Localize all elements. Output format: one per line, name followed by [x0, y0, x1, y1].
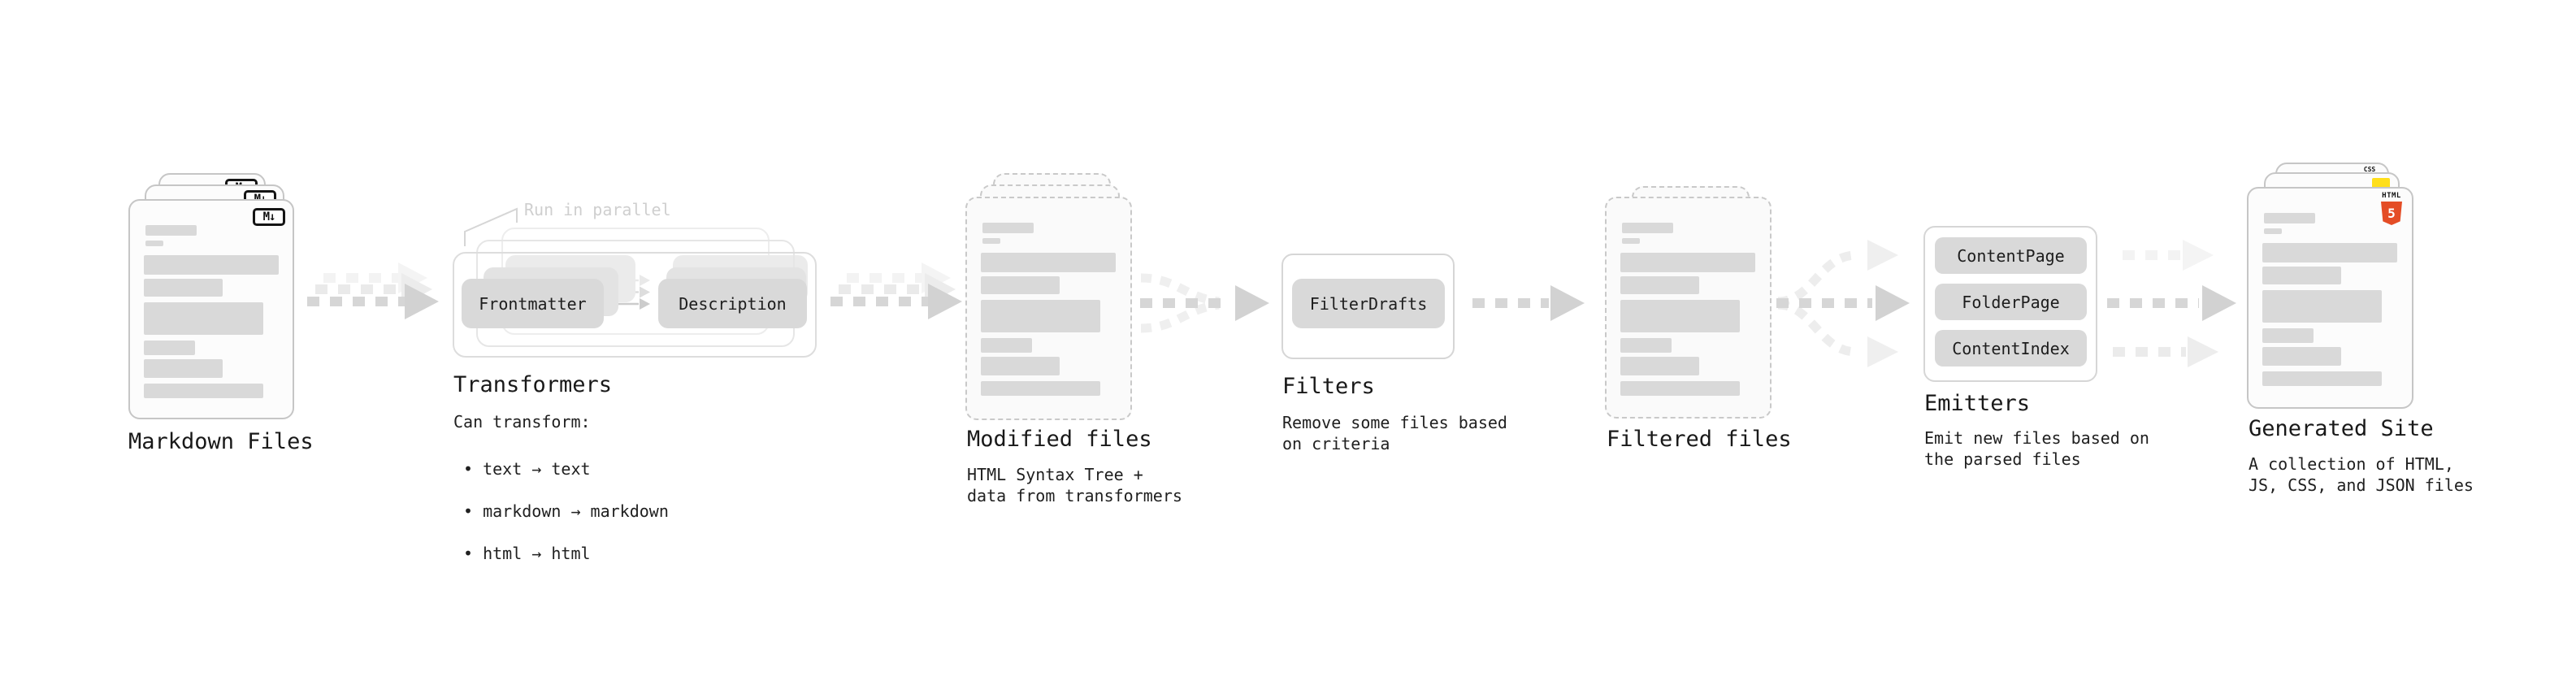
document-card-front: [1605, 197, 1772, 419]
stage-title-emitters: Emitters: [1924, 391, 2031, 416]
document-card-front: HTML 5: [2247, 187, 2413, 409]
doc-skeleton-bar: [2262, 243, 2397, 262]
doc-skeleton-bar: [2262, 328, 2314, 343]
doc-skeleton-bar: [981, 338, 1032, 353]
css-badge-label: CSS: [2363, 166, 2376, 173]
html5-badge-title: HTML: [2382, 192, 2401, 200]
bullet-item: • markdown → markdown: [463, 501, 669, 521]
doc-skeleton-bar: [981, 253, 1116, 272]
doc-skeleton-bar: [981, 276, 1060, 294]
doc-skeleton-bar: [144, 302, 263, 335]
doc-skeleton-bar: [1620, 300, 1740, 332]
emitters-caption: Emit new files based on the parsed files: [1924, 428, 2149, 469]
doc-skeleton-bar: [1622, 238, 1640, 244]
arrow-filtered-to-emitters: [1776, 240, 1910, 367]
html5-badge-icon: HTML 5: [2379, 193, 2404, 225]
filters-frame: [1281, 254, 1455, 359]
doc-skeleton-bar: [2264, 213, 2315, 223]
doc-skeleton-bar: [2262, 290, 2382, 323]
html5-badge-shield: 5: [2381, 202, 2402, 225]
bullet-item: • html → html: [463, 544, 591, 563]
arrow-modified-to-filters: [1140, 273, 1269, 333]
doc-skeleton-bar: [2262, 347, 2341, 366]
stage-title-transformers: Transformers: [453, 372, 613, 397]
doc-skeleton-bar: [145, 241, 163, 246]
doc-skeleton-bar: [144, 359, 223, 378]
transformers-caption-title: Can transform:: [453, 412, 591, 432]
doc-skeleton-bar: [981, 357, 1060, 375]
transformers-bullet-list: • text → text • markdown → markdown • ht…: [463, 437, 669, 585]
arrow-markdown-to-transformers: [307, 262, 439, 319]
arrow-filters-to-filtered: [1472, 285, 1585, 321]
filter-pill-filterdrafts: FilterDrafts: [1292, 279, 1445, 328]
stage-title-generated-site: Generated Site: [2249, 416, 2434, 441]
stage-title-filtered-files: Filtered files: [1607, 427, 1792, 452]
emitter-pill-contentindex: ContentIndex: [1935, 330, 2087, 367]
doc-skeleton-bar: [2264, 228, 2282, 234]
doc-skeleton-bar: [1620, 357, 1699, 375]
run-in-parallel-note: Run in parallel: [524, 200, 671, 219]
emitter-pill-folderpage: FolderPage: [1935, 284, 2087, 320]
doc-skeleton-bar: [1620, 253, 1755, 272]
stage-title-modified-files: Modified files: [967, 427, 1152, 452]
bullet-item: • text → text: [463, 459, 591, 479]
emitter-pill-contentpage: ContentPage: [1935, 237, 2087, 274]
stage-title-filters: Filters: [1282, 374, 1375, 399]
doc-skeleton-bar: [1620, 381, 1740, 396]
doc-skeleton-bar: [1620, 338, 1672, 353]
emitters-frame: [1923, 226, 2097, 382]
doc-skeleton-bar: [982, 238, 1000, 244]
transformer-pill-description: Description: [658, 279, 807, 328]
doc-skeleton-bar: [1620, 276, 1699, 294]
document-card-front: [965, 197, 1132, 420]
document-card-front: M↓: [128, 199, 294, 419]
doc-skeleton-bar: [981, 381, 1100, 396]
transformer-frame-front: [453, 252, 817, 358]
arrow-emitters-to-generated: [2107, 240, 2236, 367]
modified-files-caption: HTML Syntax Tree + data from transformer…: [967, 465, 1182, 505]
doc-skeleton-bar: [144, 255, 279, 275]
doc-skeleton-bar: [1622, 223, 1673, 233]
markdown-badge-icon: M↓: [253, 208, 285, 226]
doc-skeleton-bar: [144, 384, 263, 398]
generated-site-caption: A collection of HTML, JS, CSS, and JSON …: [2249, 454, 2474, 495]
doc-skeleton-bar: [145, 225, 197, 236]
doc-skeleton-bar: [981, 300, 1100, 332]
doc-skeleton-bar: [2262, 267, 2341, 284]
filters-caption: Remove some files based on criteria: [1282, 413, 1507, 453]
doc-skeleton-bar: [144, 340, 195, 355]
doc-skeleton-bar: [144, 279, 223, 297]
stage-title-markdown-files: Markdown Files: [128, 429, 314, 454]
arrow-transformers-to-modified: [830, 262, 962, 319]
transformer-pill-frontmatter: Frontmatter: [462, 279, 604, 328]
doc-skeleton-bar: [2262, 371, 2382, 386]
doc-skeleton-bar: [982, 223, 1034, 233]
